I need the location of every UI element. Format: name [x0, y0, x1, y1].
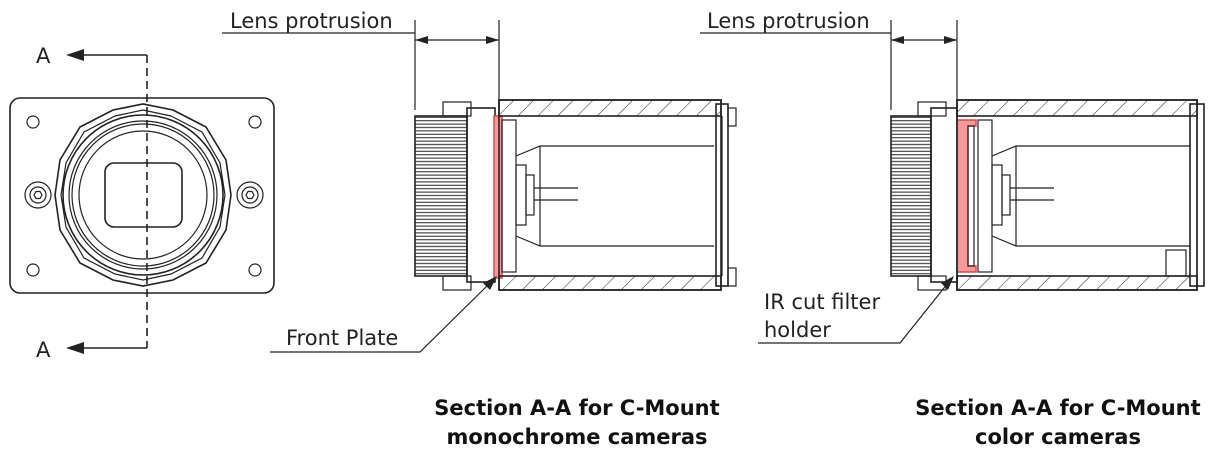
- mono-caption-line2: monochrome cameras: [446, 425, 707, 449]
- front-plate-label: Front Plate: [286, 326, 398, 350]
- lens-mount-nut: [54, 103, 232, 287]
- color-dimension-label: Lens protrusion: [707, 9, 870, 33]
- screw-right: [236, 181, 264, 209]
- color-caption-line1: Section A-A for C-Mount: [915, 396, 1200, 420]
- mono-caption-line1: Section A-A for C-Mount: [434, 396, 719, 420]
- front-plate: [493, 115, 503, 279]
- section-letter-top: A: [36, 44, 51, 68]
- mono-dimension-label: Lens protrusion: [230, 9, 393, 33]
- lens-ring-inner: [78, 130, 208, 260]
- ir-filter-label-line2: holder: [764, 318, 831, 342]
- mounting-hole: [248, 263, 262, 277]
- housing: [956, 99, 1198, 291]
- front-plate-leader: [270, 282, 491, 353]
- lens-thread: [414, 115, 468, 277]
- lens-ring-outer: [62, 114, 224, 276]
- section-arrow-bottom: [66, 342, 84, 354]
- mounting-hole: [26, 263, 40, 277]
- section-letter-bottom: A: [36, 338, 51, 362]
- ir-filter-leader: [758, 282, 949, 344]
- mounting-hole: [248, 115, 262, 129]
- lens-thread: [890, 115, 932, 277]
- section-arrow-top: [66, 49, 84, 61]
- camera-front-plate: [9, 97, 275, 294]
- ir-filter-label-line1: IR cut filter: [764, 290, 880, 314]
- color-section-view: Lens protrusion IR cut filter holder: [700, 9, 1205, 344]
- screw-left: [24, 181, 52, 209]
- sensor: [104, 162, 183, 228]
- ir-cut-filter-holder: [956, 119, 977, 273]
- color-caption-line2: color cameras: [975, 425, 1141, 449]
- mono-section-view: Lens protrusion Front Plate: [222, 9, 737, 353]
- mounting-hole: [26, 115, 40, 129]
- front-view: A A: [9, 44, 275, 362]
- housing: [498, 99, 722, 291]
